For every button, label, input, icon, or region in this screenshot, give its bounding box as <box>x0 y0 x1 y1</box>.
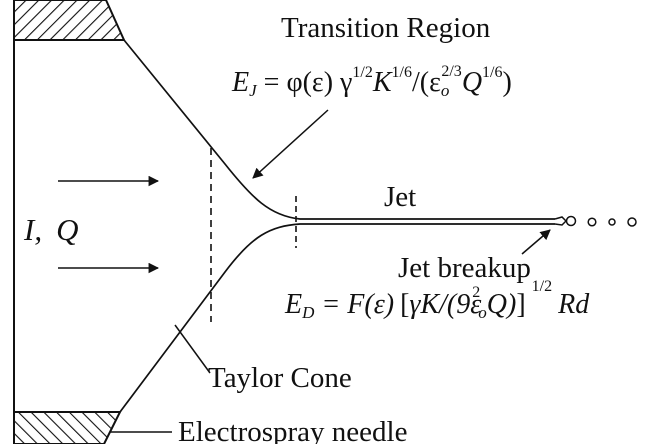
current-flow-label: I, Q <box>23 212 78 247</box>
jet-field-equation: EJ = φ(ε) γ1/2K1/6/(εo2/3Q1/6) <box>231 63 512 100</box>
needle-wall-top <box>13 0 126 41</box>
taylor-cone-upper <box>123 39 555 220</box>
droplet <box>565 215 577 227</box>
transition-region-label: Transition Region <box>281 12 491 44</box>
transition-pointer <box>252 109 329 179</box>
jet-breakup-label: Jet breakup <box>398 252 531 284</box>
droplet <box>627 217 637 227</box>
current-symbol: I, <box>23 212 42 247</box>
electrospray-needle-label: Electrospray needle <box>178 416 407 444</box>
taylor-cone-pointer <box>174 324 211 374</box>
taylor-cone-lower <box>119 223 555 413</box>
needle-wall-bottom <box>13 411 122 444</box>
droplet <box>608 218 616 226</box>
jet-tip <box>554 216 568 226</box>
flow-symbol: Q <box>56 212 78 247</box>
droplet <box>587 217 597 227</box>
taylor-cone-label: Taylor Cone <box>208 362 352 394</box>
jet-label: Jet <box>384 181 416 213</box>
breakup-pointer <box>521 229 551 255</box>
